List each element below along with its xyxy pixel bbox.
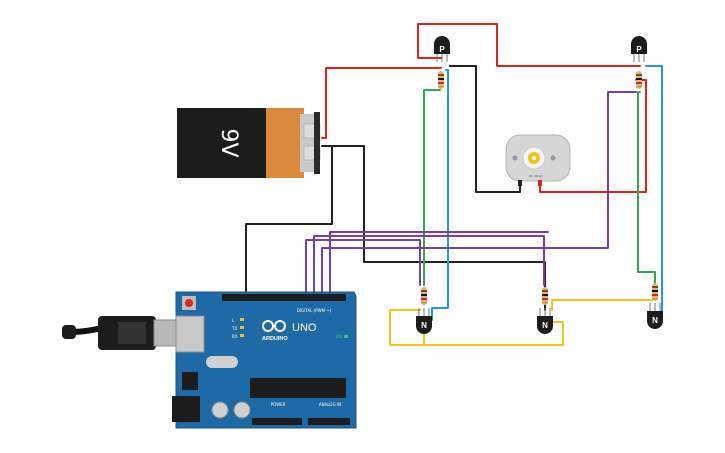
arduino-brand-label: ARDUINO xyxy=(262,336,288,342)
power-header-label: POWER xyxy=(271,402,286,407)
transistor-label: N xyxy=(542,321,548,330)
transistor-label: P xyxy=(439,45,445,54)
battery-cap xyxy=(300,114,314,172)
battery-9v[interactable]: 9V xyxy=(177,108,321,178)
battery-body-black xyxy=(177,108,269,178)
transistor-label: N xyxy=(652,316,658,325)
analog-header xyxy=(308,418,350,425)
wire-black-p-left-to-motor[interactable] xyxy=(449,65,521,193)
dc-motor[interactable]: DC Motor xyxy=(505,134,571,186)
transistor-body xyxy=(647,311,663,329)
capacitor-right xyxy=(233,401,251,419)
transistor-body xyxy=(416,316,432,334)
resistor-n-left[interactable] xyxy=(421,287,427,305)
led-l-label: L xyxy=(232,318,235,323)
wire-blue-p-left-to-n-left[interactable] xyxy=(431,69,449,321)
microcontroller-chip xyxy=(250,378,346,398)
motor-terminal-right xyxy=(538,180,542,186)
crystal xyxy=(206,356,238,368)
reset-button-cap[interactable] xyxy=(185,299,193,307)
resistor-n-right[interactable] xyxy=(652,283,658,301)
wire-green-p-right-to-n-right[interactable] xyxy=(637,91,656,286)
wire-purple-pin-to-n-mid[interactable] xyxy=(313,235,545,299)
transistor-n-mid[interactable]: N xyxy=(537,308,553,334)
battery-body-orange xyxy=(266,108,304,178)
arduino-model-label: UNO xyxy=(292,322,317,334)
wire-yellow-n-mid-to-n-right[interactable] xyxy=(423,299,653,346)
arduino-infinity-logo xyxy=(262,320,286,332)
motor-label: DC Motor xyxy=(529,174,544,178)
transistor-n-right[interactable]: N xyxy=(647,303,663,329)
on-led-label: ON xyxy=(336,334,342,339)
power-jack xyxy=(172,396,200,422)
wire-purple-pin-extra[interactable] xyxy=(329,231,549,299)
capacitor-left xyxy=(211,401,229,419)
led-tx-label: TX xyxy=(231,326,237,331)
transistor-body xyxy=(631,36,647,54)
motor-shaft xyxy=(532,156,536,160)
usb-cable[interactable] xyxy=(62,316,185,350)
usb-plug-grip xyxy=(118,322,146,344)
transistor-label: N xyxy=(421,321,427,330)
usb-strain-relief xyxy=(62,325,76,339)
wire-green-p-left-to-n-left[interactable] xyxy=(423,89,441,286)
transistor-n-left[interactable]: N xyxy=(416,308,432,334)
transistor-body xyxy=(537,316,553,334)
transistor-body xyxy=(434,36,450,54)
resistor-p-left[interactable] xyxy=(438,71,444,89)
wires xyxy=(245,23,663,346)
motor-screw-left xyxy=(512,155,518,161)
wire-purple-pin-to-n-left[interactable] xyxy=(305,239,421,299)
wire-purple-pin-to-p-right[interactable] xyxy=(321,91,637,299)
transistor-p-right[interactable]: P xyxy=(631,36,647,62)
power-header xyxy=(252,418,302,425)
wire-red-p-right-to-motor[interactable] xyxy=(539,79,647,193)
wire-red-battery-to-p-left[interactable] xyxy=(321,67,442,139)
wire-red-p-left-to-p-right[interactable] xyxy=(417,23,641,67)
usb-port xyxy=(175,315,205,353)
battery-label: 9V xyxy=(216,128,241,157)
motor-screw-right xyxy=(550,155,556,161)
arduino-uno-board[interactable]: DIGITAL (PWM ~) POWER ANALOG IN L TX RX … xyxy=(172,291,357,429)
battery-connector xyxy=(314,112,320,174)
resistor-p-right[interactable] xyxy=(636,71,642,89)
led-rx-label: RX xyxy=(232,334,238,339)
analog-header-label: ANALOG IN xyxy=(319,402,341,407)
digital-header-label: DIGITAL (PWM ~) xyxy=(297,308,332,313)
voltage-regulator xyxy=(182,372,198,390)
transistor-label: P xyxy=(636,45,642,54)
digital-header xyxy=(222,294,346,301)
wire-yellow-n-left-loop[interactable] xyxy=(389,309,425,346)
motor-terminal-left xyxy=(518,180,522,186)
resistor-n-mid[interactable] xyxy=(542,287,548,305)
transistor-p-left[interactable]: P xyxy=(434,36,450,62)
